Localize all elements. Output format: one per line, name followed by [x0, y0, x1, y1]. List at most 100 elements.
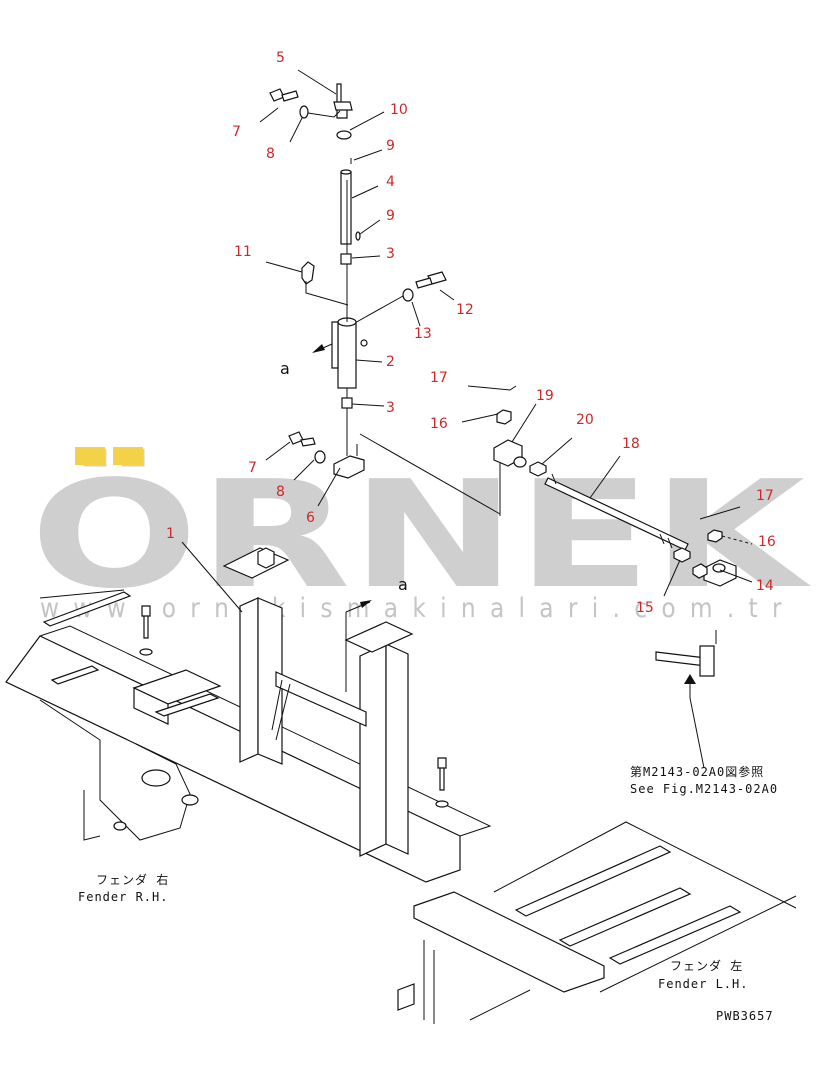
- notes: 第M2143-02A0図参照 See Fig.M2143-02A0 フェンダ 右…: [78, 764, 778, 1023]
- nut-15-part: [673, 547, 691, 563]
- grease-fitting-part: [301, 261, 315, 285]
- block-14-part: [703, 559, 737, 587]
- frame-cross-member: [275, 671, 367, 727]
- fender-rh-label-en: Fender R.H.: [78, 890, 168, 904]
- housing-bracket: [331, 321, 339, 369]
- bracket-right-top-plate: [344, 621, 414, 653]
- rod-part: [340, 171, 352, 245]
- bracket-pillar-right-side: [385, 643, 409, 855]
- part-number-12: 12: [456, 302, 474, 318]
- fender-lh-leader-bottom: [469, 989, 531, 1021]
- lever-assembly: [269, 83, 501, 516]
- washer-13-part: [402, 288, 414, 302]
- fender-rh-rail-bar: [42, 591, 132, 627]
- view-mark-a-left: a: [280, 359, 290, 378]
- mount-plate: [154, 693, 220, 717]
- pin-9-lower: [355, 231, 361, 241]
- bolt-upper-shank: [281, 90, 299, 102]
- watermark: ÖRNEK w w w . o r n e k i s m a k i n a …: [30, 447, 812, 624]
- washer-lower-part: [314, 450, 326, 464]
- leader-8a: [289, 117, 303, 143]
- fender-lh-vertical: [423, 940, 435, 1024]
- watermark-url: w w w . o r n e k i s m a k i n a l a r …: [40, 593, 785, 624]
- leader-3b: [351, 403, 385, 407]
- frame-assembly: [5, 547, 492, 883]
- fender-lh-front-plate: [413, 891, 605, 993]
- fender-lh-rail-3: [608, 905, 742, 965]
- leader-6: [317, 467, 341, 507]
- block-14-nut: [692, 563, 708, 579]
- part-number-17b: 17: [756, 488, 774, 504]
- leader-lines: [181, 69, 753, 613]
- part-number-15: 15: [636, 600, 654, 616]
- fender-lh-label-en: Fender L.H.: [658, 977, 748, 991]
- leader-11: [265, 261, 303, 273]
- block-14-hole: [712, 563, 726, 573]
- bracket-pillar-right: [359, 643, 387, 857]
- bolt-link-line: [352, 295, 404, 325]
- leader-9a: [353, 149, 383, 161]
- part-number-7b: 7: [248, 460, 257, 476]
- fender-lh-top-edge: [493, 821, 797, 909]
- leader-3a: [351, 255, 381, 259]
- bolt-12-shank: [415, 277, 433, 289]
- view-arrow-a-left-head: [312, 344, 325, 353]
- fender-lh-label-jp: フェンダ 左: [670, 958, 743, 973]
- part-number-7a: 7: [232, 124, 241, 140]
- part-number-16b: 16: [758, 534, 776, 550]
- view-mark-a-frame: a: [398, 575, 408, 594]
- leader-13: [411, 301, 421, 327]
- leader-9b: [359, 219, 381, 235]
- see-fig-note-en: See Fig.M2143-02A0: [630, 782, 778, 796]
- part-number-1: 1: [166, 526, 175, 542]
- bushing-upper-part: [340, 253, 352, 265]
- leader-5: [297, 69, 337, 95]
- leader-15: [663, 559, 681, 597]
- fender-lh: [397, 821, 797, 1024]
- washer-10-part: [336, 130, 352, 140]
- frame-cross-brace: [271, 679, 291, 741]
- drawing-number: PWB3657: [716, 1009, 774, 1023]
- see-fig-note-jp: 第M2143-02A0図参照: [630, 764, 764, 779]
- housing-part: [337, 321, 357, 389]
- bolt-left-frame: [141, 605, 151, 639]
- leader-1: [181, 541, 243, 613]
- link-line-to-joint: [359, 433, 501, 515]
- part-number-3b: 3: [386, 400, 395, 416]
- lever-arm-part: [333, 455, 365, 479]
- mount-block-side: [133, 687, 169, 725]
- leader-7a: [259, 107, 279, 123]
- part-number-9a: 9: [386, 138, 395, 154]
- nut-20-part: [529, 461, 547, 477]
- part-number-labels: 5 7 8 10 9 4 9 3 11 12 13 2 3 7 8 6 17 1…: [166, 50, 776, 616]
- lever-link-line: [307, 110, 341, 118]
- rod-top: [340, 169, 352, 175]
- fender-lh-hinge: [397, 983, 415, 1011]
- fender-rh-boss: [181, 794, 199, 806]
- washer-left-frame: [139, 648, 153, 656]
- nut-16-lower: [707, 529, 723, 543]
- see-fig-arrow-line: [689, 684, 705, 769]
- leader-20: [541, 437, 573, 465]
- fender-rh-edge: [83, 790, 101, 841]
- part-number-18: 18: [622, 436, 640, 452]
- leader-4: [351, 185, 379, 199]
- part-number-3a: 3: [386, 246, 395, 262]
- leader-16a: [461, 413, 499, 423]
- washer-upper-part: [299, 105, 309, 119]
- leader-14: [719, 569, 753, 583]
- leader-19: [511, 403, 537, 443]
- fender-lh-rail-2: [558, 887, 692, 947]
- fender-rh-boss-2: [113, 821, 127, 831]
- lower-lever-shaft: [699, 645, 715, 677]
- watermark-dot-left: [75, 447, 105, 465]
- cotter-pin-17-lower: [699, 506, 741, 520]
- part-number-16a: 16: [430, 416, 448, 432]
- view-arrow-a-frame-head: [360, 600, 372, 608]
- washer-right-frame: [435, 800, 449, 808]
- housing-boss: [360, 339, 368, 347]
- joint-19-eye: [513, 456, 527, 468]
- part-number-4: 4: [386, 174, 395, 190]
- fender-rh-bracket: [50, 665, 100, 685]
